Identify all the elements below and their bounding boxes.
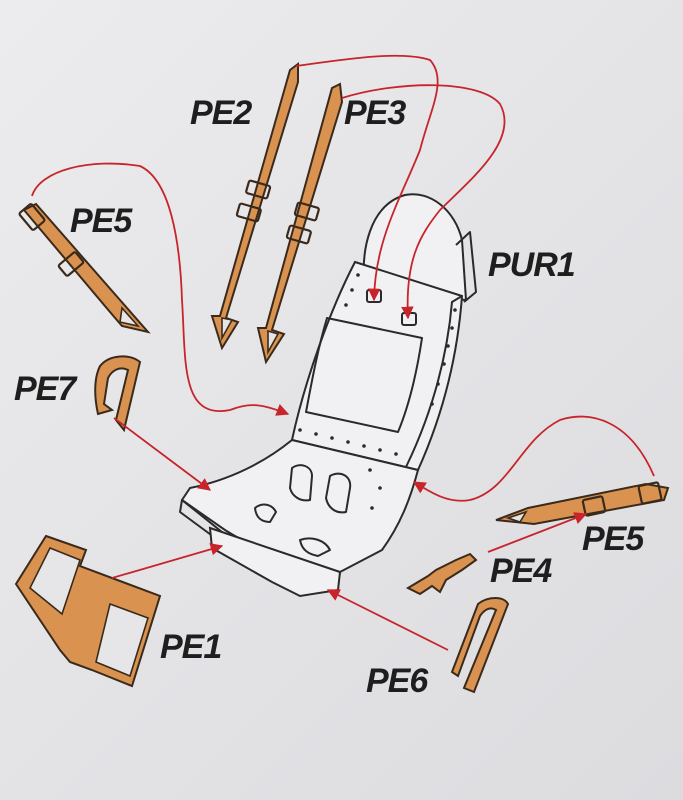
- part-pe4-lever: [405, 552, 478, 596]
- label-pe5-right: PE5: [582, 520, 644, 558]
- label-pur1: PUR1: [488, 246, 576, 284]
- label-pe1: PE1: [160, 628, 222, 666]
- part-pe2-strap: [210, 62, 299, 351]
- leader-pe1: [111, 543, 224, 579]
- leader-pe3: [341, 84, 506, 320]
- part-pe5-left-strap: [18, 202, 151, 334]
- label-pe7: PE7: [14, 370, 76, 408]
- leader-pe4: [487, 512, 588, 553]
- seat-pur1: [179, 193, 477, 598]
- leader-lines: [31, 54, 655, 651]
- leader-pe5-left: [31, 162, 290, 416]
- leg-cutout-right: [325, 472, 352, 514]
- leader-pe7: [113, 417, 212, 491]
- part-pe7-clip: [94, 355, 142, 433]
- seat-back-panel: [305, 317, 423, 433]
- label-pe4: PE4: [490, 552, 552, 590]
- seat-rivets: [298, 273, 457, 510]
- headrest-side-panel: [455, 231, 477, 303]
- part-pe5-right-strap: [495, 481, 670, 526]
- seat-cushion-line: [254, 503, 277, 523]
- label-pe3: PE3: [344, 94, 406, 132]
- label-pe5-left: PE5: [70, 202, 132, 240]
- part-pe3-strap: [256, 82, 344, 365]
- leader-pe6: [326, 589, 449, 651]
- part-pe1-frame: [14, 534, 162, 688]
- leader-pe2: [295, 54, 439, 302]
- label-pe6: PE6: [366, 662, 428, 700]
- label-pe2: PE2: [190, 94, 252, 132]
- seat-back: [290, 260, 464, 472]
- seat-cushion-line-2: [299, 537, 331, 557]
- part-pe6-loop: [450, 597, 510, 694]
- leg-cutout-left: [289, 464, 313, 502]
- leader-pe5-right: [412, 415, 655, 502]
